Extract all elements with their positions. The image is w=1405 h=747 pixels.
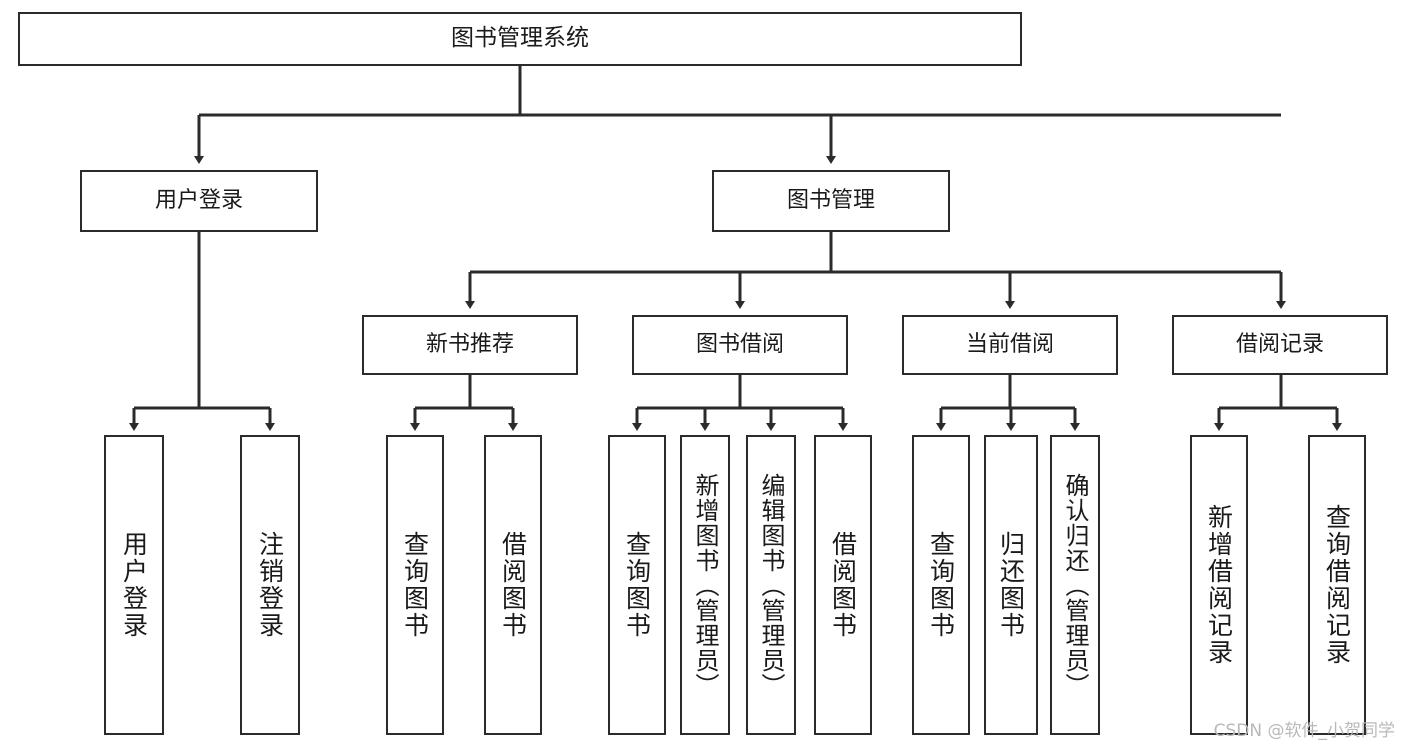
node-root-label: 图书管理系统 [451,25,589,52]
leaf-logout-label: 注销登录 [255,531,285,639]
node-user-login-label: 用户登录 [154,187,243,213]
leaf-query-borrow-record-label: 查询借阅记录 [1322,504,1352,666]
leaf-add-book-admin[interactable]: 新增图书（管理员） [680,435,730,735]
node-current-borrow[interactable]: 当前借阅 [902,315,1118,375]
leaf-add-borrow-record[interactable]: 新增借阅记录 [1190,435,1248,735]
leaf-add-borrow-record-label: 新增借阅记录 [1204,504,1234,666]
leaf-edit-book-admin[interactable]: 编辑图书（管理员） [746,435,796,735]
node-book-borrow-label: 图书借阅 [695,331,784,357]
leaf-confirm-return-admin[interactable]: 确认归还（管理员） [1050,435,1100,735]
node-book-manage[interactable]: 图书管理 [712,170,950,232]
leaf-query-book-current[interactable]: 查询图书 [912,435,970,735]
node-current-borrow-label: 当前借阅 [965,331,1054,357]
watermark: CSDN @软件_小贺同学 [1213,721,1395,741]
node-book-borrow[interactable]: 图书借阅 [632,315,848,375]
node-borrow-record[interactable]: 借阅记录 [1172,315,1388,375]
leaf-query-book-borrow-label: 查询图书 [622,531,652,639]
leaf-return-book-label: 归还图书 [996,531,1026,639]
node-new-book-recommend-label: 新书推荐 [425,331,514,357]
leaf-borrow-book-recommend-label: 借阅图书 [498,531,528,639]
node-borrow-record-label: 借阅记录 [1235,331,1324,357]
leaf-return-book[interactable]: 归还图书 [984,435,1038,735]
leaf-user-login-label: 用户登录 [119,531,149,639]
leaf-logout[interactable]: 注销登录 [240,435,300,735]
leaf-edit-book-admin-label: 编辑图书（管理员） [757,472,785,698]
leaf-add-book-admin-label: 新增图书（管理员） [691,472,719,698]
node-book-manage-label: 图书管理 [786,187,875,213]
leaf-borrow-book-recommend[interactable]: 借阅图书 [484,435,542,735]
leaf-query-borrow-record[interactable]: 查询借阅记录 [1308,435,1366,735]
node-root[interactable]: 图书管理系统 [18,12,1022,66]
leaf-borrow-book-label: 借阅图书 [828,531,858,639]
leaf-query-book-recommend[interactable]: 查询图书 [386,435,444,735]
leaf-query-book-borrow[interactable]: 查询图书 [608,435,666,735]
leaf-user-login[interactable]: 用户登录 [104,435,164,735]
leaf-confirm-return-admin-label: 确认归还（管理员） [1061,472,1089,698]
leaf-borrow-book[interactable]: 借阅图书 [814,435,872,735]
leaf-query-book-recommend-label: 查询图书 [400,531,430,639]
leaf-query-book-current-label: 查询图书 [926,531,956,639]
node-user-login[interactable]: 用户登录 [80,170,318,232]
node-new-book-recommend[interactable]: 新书推荐 [362,315,578,375]
